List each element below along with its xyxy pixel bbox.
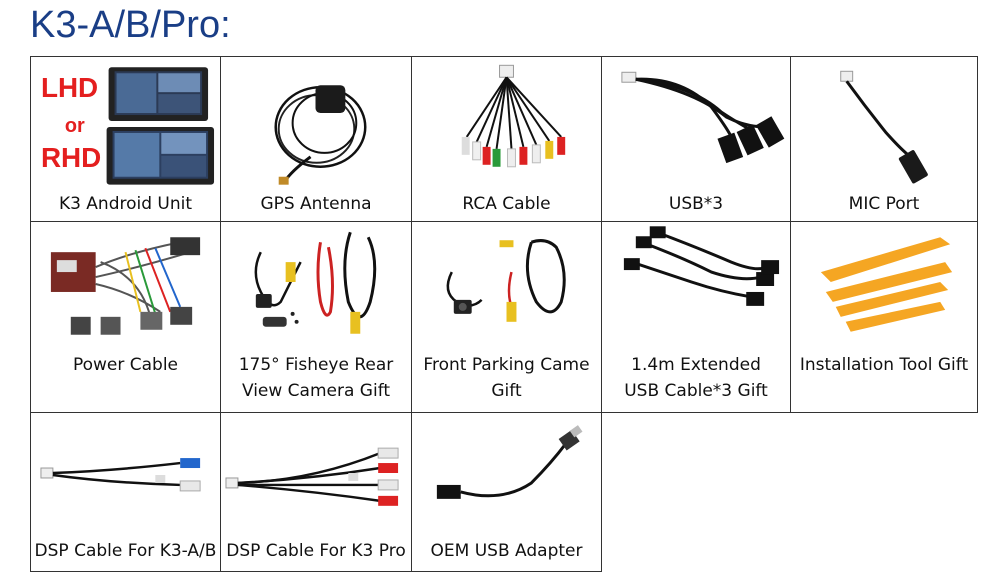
item-caption: 175° Fisheye Rear View Camera Gift [222, 352, 411, 404]
item-caption: GPS Antenna [260, 194, 372, 214]
item-dsp-cable-k3ab: DSP Cable For K3-A/B [30, 412, 221, 572]
mic-port-image [840, 70, 928, 184]
item-caption: DSP Cable For K3 Pro [226, 541, 406, 561]
oem-usb-adapter-image [436, 425, 583, 499]
dsp-cable-pro-image [225, 447, 399, 506]
item-caption: Installation Tool Gift [799, 355, 969, 375]
caption-line-1: Front Parking Came [423, 355, 590, 375]
installation-tool-image [820, 237, 953, 332]
rhd-label: RHD [41, 142, 101, 173]
gps-antenna-image [274, 85, 367, 185]
item-front-camera: Front Parking Came Gift [411, 221, 602, 413]
item-caption: Power Cable [72, 355, 179, 375]
item-caption: OEM USB Adapter [430, 541, 583, 561]
usb-cable-image [621, 71, 785, 164]
android-unit-image: LHD or RHD [41, 67, 215, 185]
caption-line-1: 175° Fisheye Rear [238, 355, 394, 375]
item-rca-cable: RCA Cable [411, 56, 602, 222]
caption-line-2: Gift [491, 381, 522, 401]
extended-usb-image [623, 226, 780, 306]
item-usb-3: USB*3 [601, 56, 791, 222]
package-contents-grid: LHD or RHD K3 Android Unit [30, 56, 978, 572]
item-caption: MIC Port [848, 194, 920, 214]
front-camera-image [446, 239, 566, 322]
item-caption: 1.4m Extended USB Cable*3 Gift [603, 352, 790, 404]
dsp-cable-ab-image [40, 458, 201, 492]
item-caption: RCA Cable [462, 194, 551, 214]
item-dsp-cable-k3pro: DSP Cable For K3 Pro [220, 412, 412, 572]
item-gps-antenna: GPS Antenna [220, 56, 412, 222]
item-oem-usb-adapter: OEM USB Adapter [411, 412, 602, 572]
item-caption: Front Parking Came Gift [413, 352, 601, 404]
rear-camera-image [254, 231, 377, 334]
empty-cell [791, 413, 978, 572]
item-k3-android-unit: LHD or RHD K3 Android Unit [30, 56, 221, 222]
item-extended-usb: 1.4m Extended USB Cable*3 Gift [601, 221, 791, 413]
caption-line-1: 1.4m Extended [631, 355, 761, 375]
page-title: K3-A/B/Pro: [30, 4, 231, 46]
item-installation-tool: Installation Tool Gift [790, 221, 978, 413]
or-label: or [65, 115, 85, 137]
item-mic-port: MIC Port [790, 56, 978, 222]
item-caption: K3 Android Unit [58, 194, 193, 214]
item-caption: USB*3 [668, 194, 724, 214]
caption-line-2: USB Cable*3 Gift [624, 381, 768, 401]
empty-cell [602, 413, 791, 572]
power-cable-image [50, 237, 201, 335]
rca-cable-image [461, 64, 566, 168]
lhd-label: LHD [41, 72, 98, 103]
item-rear-camera: 175° Fisheye Rear View Camera Gift [220, 221, 412, 413]
caption-line-2: View Camera Gift [241, 381, 391, 401]
item-power-cable: Power Cable [30, 221, 221, 413]
item-caption: DSP Cable For K3-A/B [34, 541, 217, 561]
